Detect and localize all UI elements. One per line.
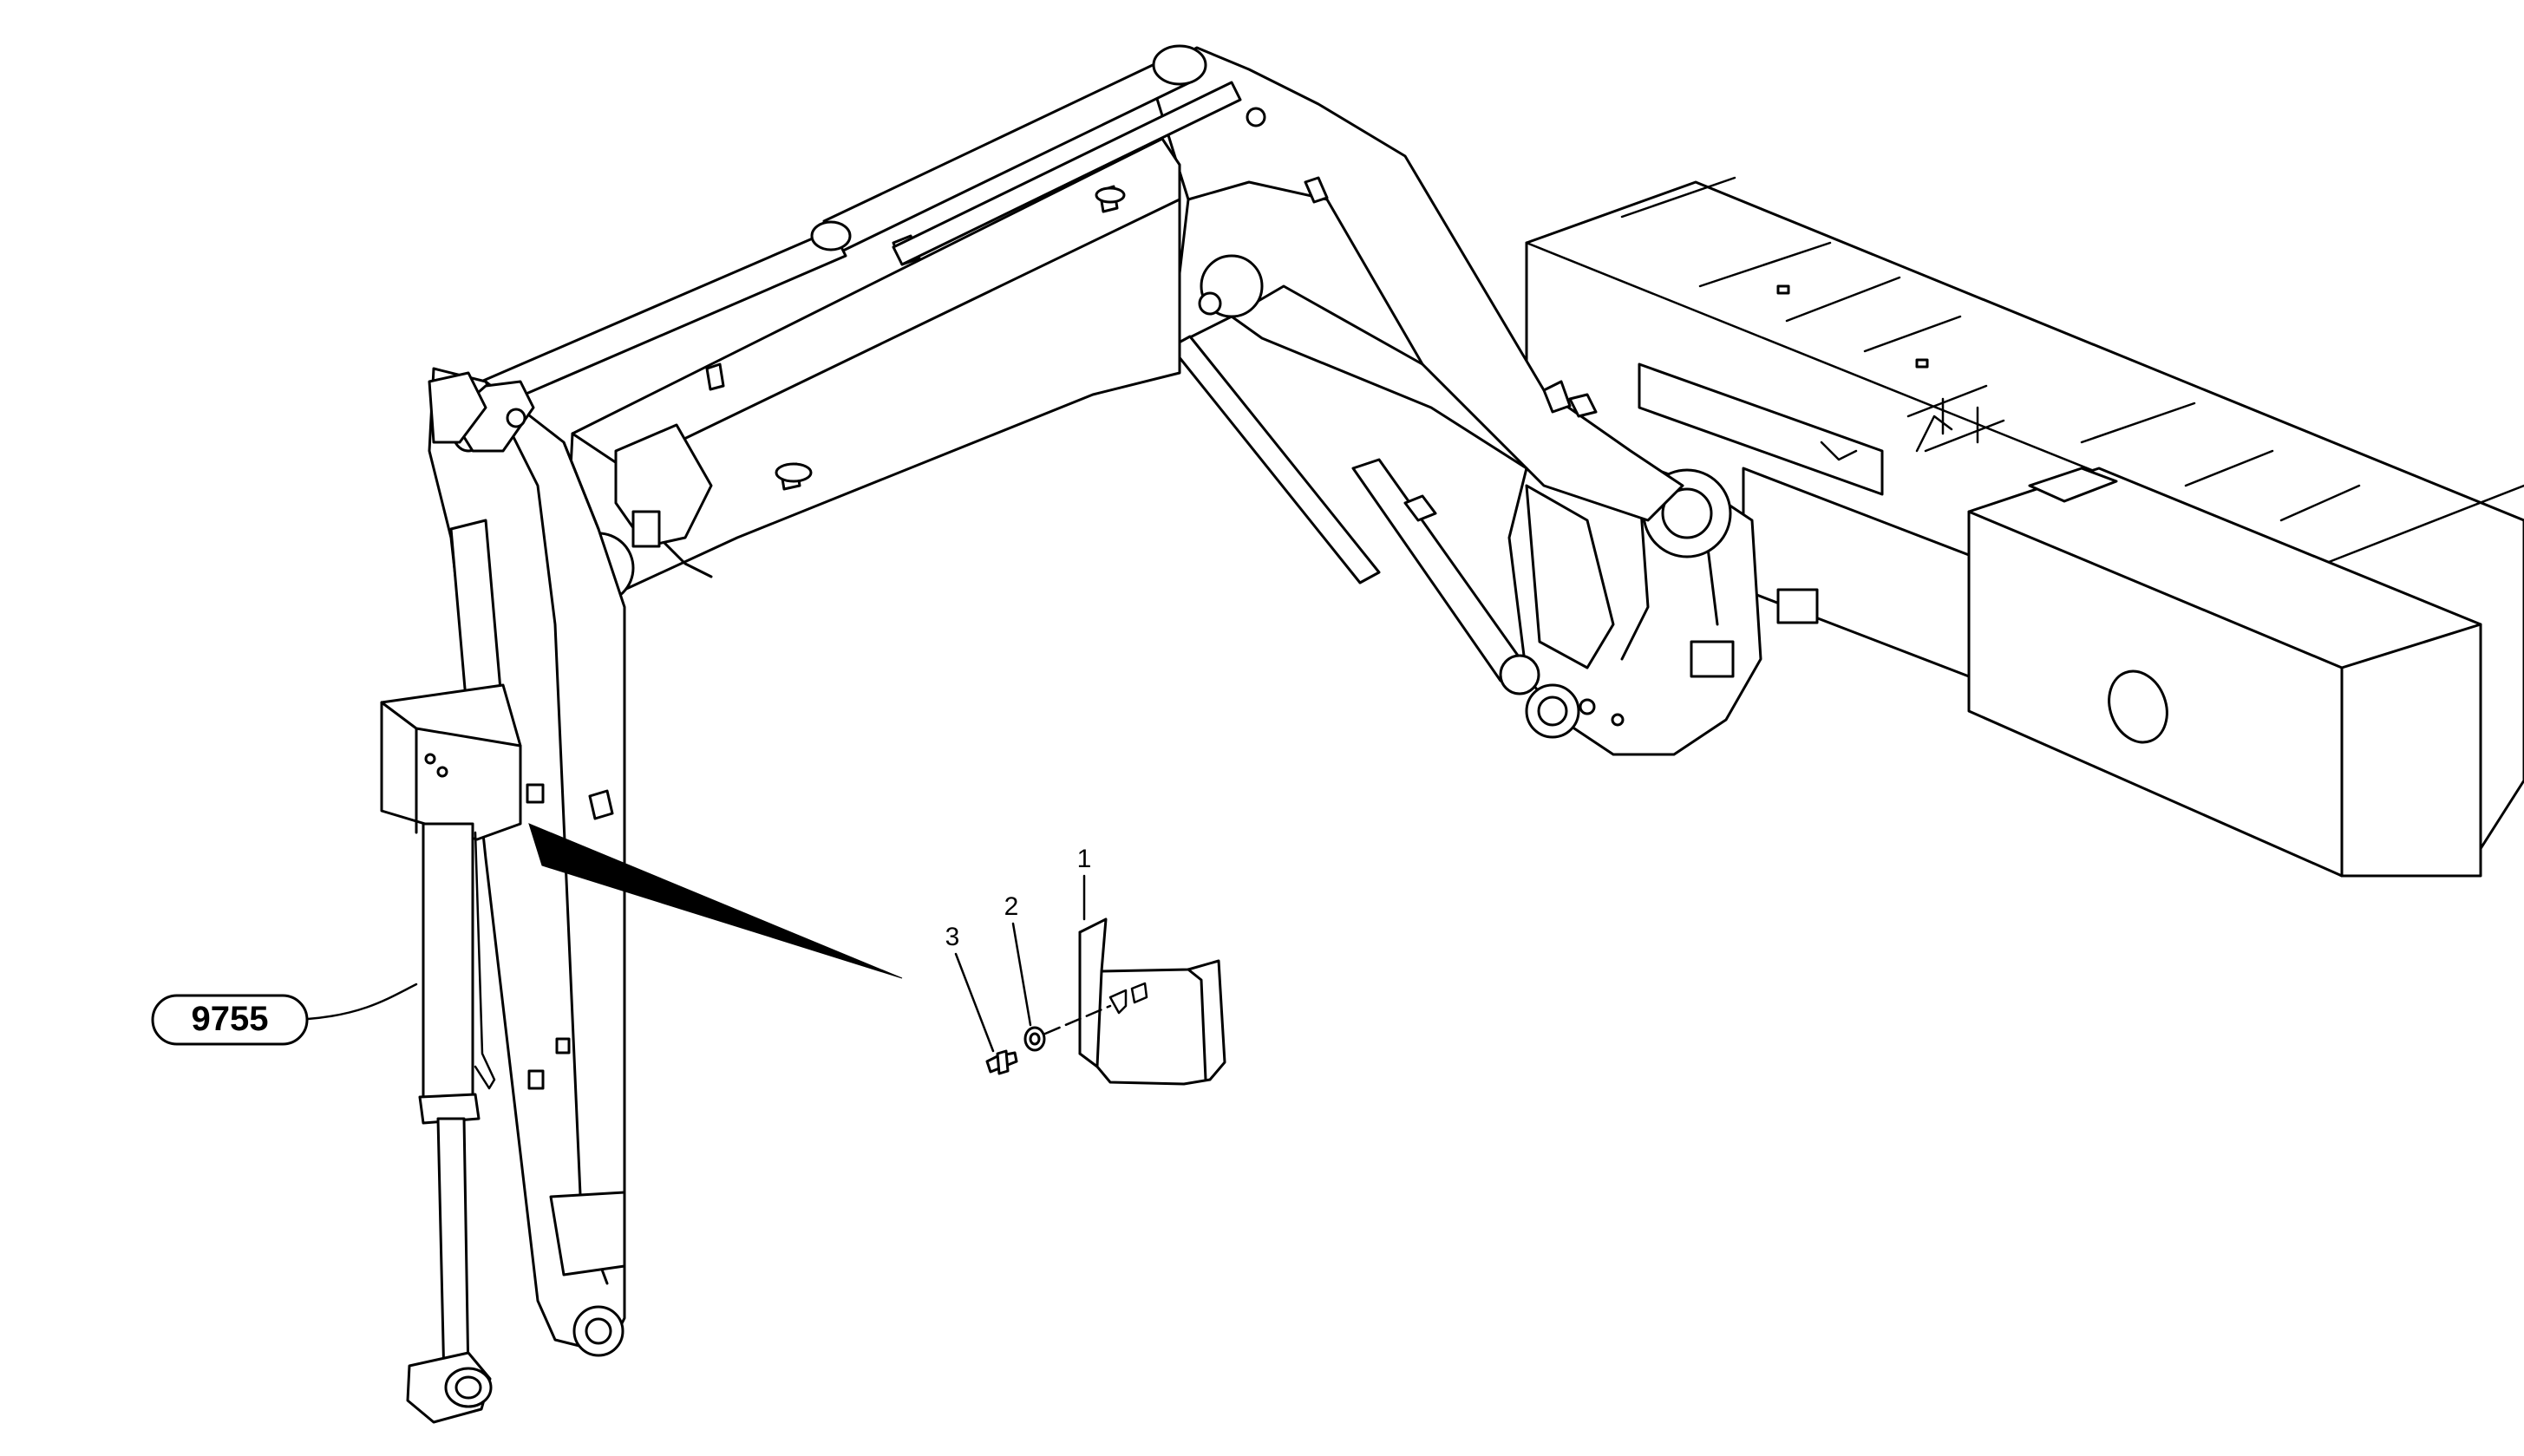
upper-boom (1148, 46, 1684, 522)
swing-bracket (1507, 432, 1819, 756)
arm-cylinder (380, 519, 522, 1424)
assembly-axis-line (1043, 1004, 1112, 1035)
callout-leaders (306, 874, 1086, 1053)
callout-label-1: 1 (1077, 845, 1092, 873)
machine-body (1525, 176, 2524, 878)
reference-badge-label: 9755 (192, 1000, 269, 1038)
bolt (985, 1049, 1018, 1075)
callout-label-2: 2 (1004, 892, 1019, 921)
callout-label-3: 3 (945, 923, 960, 951)
boom-lift-cylinder (1169, 335, 1540, 695)
guard-plate (1078, 917, 1226, 1086)
leader-wedge (528, 823, 903, 979)
washer (1023, 1026, 1046, 1052)
reference-badge[interactable]: 9755 (151, 994, 309, 1046)
main-boom (562, 137, 1181, 609)
